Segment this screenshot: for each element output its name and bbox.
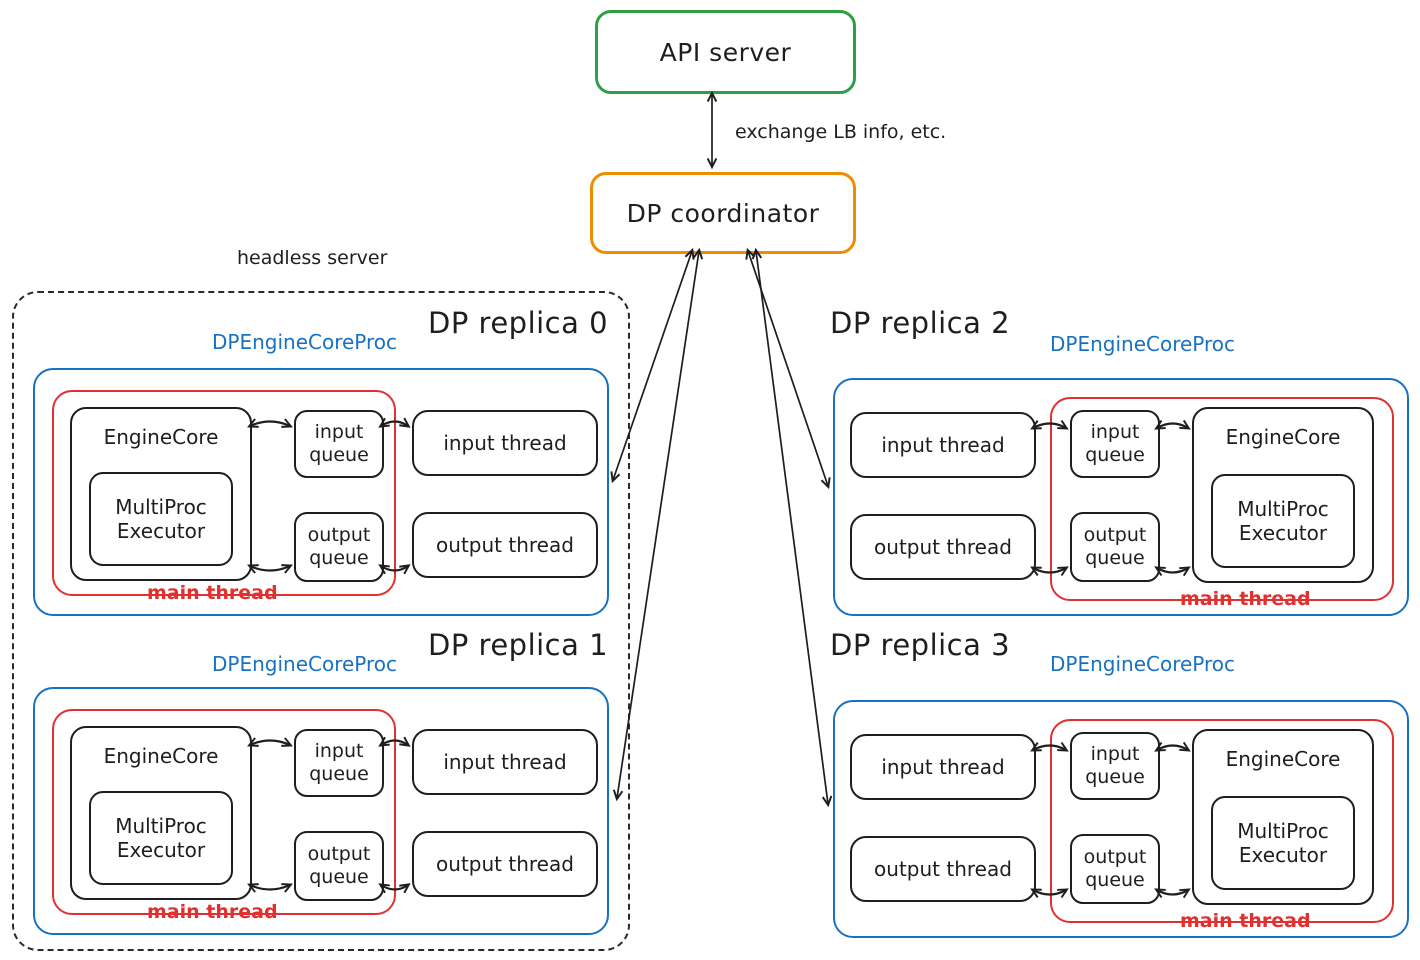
input-thread-label: input thread bbox=[443, 750, 567, 774]
input-queue-label: input queue bbox=[309, 421, 369, 466]
replica-3-box: input thread output thread input queue o… bbox=[833, 700, 1409, 938]
multiproc-executor-label: MultiProc Executor bbox=[115, 495, 207, 543]
output-thread-label: output thread bbox=[874, 535, 1012, 559]
output-queue-label: output queue bbox=[1083, 846, 1147, 891]
replica-0-input-thread-box: input thread bbox=[412, 410, 598, 476]
replica-3-multiproc-executor-box: MultiProc Executor bbox=[1211, 796, 1355, 890]
replica-3-proc-label: DPEngineCoreProc bbox=[1050, 652, 1236, 676]
replica-3-title: DP replica 3 bbox=[830, 628, 1011, 662]
replica-1-input-queue-box: input queue bbox=[294, 729, 384, 797]
multiproc-executor-label: MultiProc Executor bbox=[1237, 819, 1329, 867]
replica-0-output-queue-box: output queue bbox=[294, 512, 384, 582]
replica-0-box: EngineCore MultiProc Executor input queu… bbox=[33, 368, 609, 616]
replica-1-multiproc-executor-box: MultiProc Executor bbox=[89, 791, 233, 885]
output-thread-label: output thread bbox=[436, 533, 574, 557]
input-queue-label: input queue bbox=[1085, 743, 1145, 788]
input-thread-label: input thread bbox=[443, 431, 567, 455]
output-thread-label: output thread bbox=[436, 852, 574, 876]
replica-2-title: DP replica 2 bbox=[830, 306, 1011, 340]
exchange-lb-info-label: exchange LB info, etc. bbox=[735, 121, 947, 143]
replica-2-engine-core-box: EngineCore MultiProc Executor bbox=[1192, 407, 1374, 583]
replica-3-main-thread-label: main thread bbox=[1180, 910, 1311, 932]
input-queue-label: input queue bbox=[1085, 421, 1145, 466]
replica-2-output-thread-box: output thread bbox=[850, 514, 1036, 580]
replica-3-main-thread-box bbox=[1050, 719, 1394, 923]
input-queue-label: input queue bbox=[309, 740, 369, 785]
replica-1-main-thread-box bbox=[52, 709, 396, 915]
coordinator-replica-3-arrow bbox=[756, 251, 828, 804]
replica-0-title: DP replica 0 bbox=[428, 306, 609, 340]
output-queue-label: output queue bbox=[1083, 524, 1147, 569]
replica-0-output-thread-box: output thread bbox=[412, 512, 598, 578]
replica-0-proc-label: DPEngineCoreProc bbox=[212, 330, 398, 354]
replica-1-output-thread-box: output thread bbox=[412, 831, 598, 897]
replica-0-main-thread-label: main thread bbox=[147, 582, 278, 604]
replica-2-input-queue-box: input queue bbox=[1070, 410, 1160, 478]
dp-coordinator-label: DP coordinator bbox=[626, 198, 820, 228]
replica-2-main-thread-box bbox=[1050, 397, 1394, 601]
replica-1-proc-label: DPEngineCoreProc bbox=[212, 652, 398, 676]
engine-core-label: EngineCore bbox=[103, 744, 219, 768]
replica-2-input-thread-box: input thread bbox=[850, 412, 1036, 478]
replica-3-output-queue-box: output queue bbox=[1070, 834, 1160, 904]
replica-3-input-queue-box: input queue bbox=[1070, 732, 1160, 800]
engine-core-label: EngineCore bbox=[1225, 425, 1341, 449]
replica-0-engine-core-box: EngineCore MultiProc Executor bbox=[70, 407, 252, 581]
replica-1-title: DP replica 1 bbox=[428, 628, 609, 662]
replica-1-box: EngineCore MultiProc Executor input queu… bbox=[33, 687, 609, 935]
output-queue-label: output queue bbox=[307, 843, 371, 888]
replica-1-output-queue-box: output queue bbox=[294, 831, 384, 901]
input-thread-label: input thread bbox=[881, 755, 1005, 779]
multiproc-executor-label: MultiProc Executor bbox=[115, 814, 207, 862]
replica-2-box: input thread output thread input queue o… bbox=[833, 378, 1409, 616]
replica-0-main-thread-box bbox=[52, 390, 396, 596]
replica-1-input-thread-box: input thread bbox=[412, 729, 598, 795]
replica-2-main-thread-label: main thread bbox=[1180, 588, 1311, 610]
replica-3-input-thread-box: input thread bbox=[850, 734, 1036, 800]
input-thread-label: input thread bbox=[881, 433, 1005, 457]
output-thread-label: output thread bbox=[874, 857, 1012, 881]
engine-core-label: EngineCore bbox=[103, 425, 219, 449]
api-server-label: API server bbox=[659, 37, 792, 67]
replica-1-engine-core-box: EngineCore MultiProc Executor bbox=[70, 726, 252, 900]
replica-3-engine-core-box: EngineCore MultiProc Executor bbox=[1192, 729, 1374, 905]
replica-0-input-queue-box: input queue bbox=[294, 410, 384, 478]
replica-0-multiproc-executor-box: MultiProc Executor bbox=[89, 472, 233, 566]
output-queue-label: output queue bbox=[307, 524, 371, 569]
replica-2-multiproc-executor-box: MultiProc Executor bbox=[1211, 474, 1355, 568]
multiproc-executor-label: MultiProc Executor bbox=[1237, 497, 1329, 545]
dp-coordinator-node: DP coordinator bbox=[590, 172, 856, 254]
replica-1-main-thread-label: main thread bbox=[147, 901, 278, 923]
replica-2-output-queue-box: output queue bbox=[1070, 512, 1160, 582]
coordinator-replica-2-arrow bbox=[748, 251, 828, 486]
replica-2-proc-label: DPEngineCoreProc bbox=[1050, 332, 1236, 356]
replica-3-output-thread-box: output thread bbox=[850, 836, 1036, 902]
headless-server-label: headless server bbox=[237, 247, 388, 269]
engine-core-label: EngineCore bbox=[1225, 747, 1341, 771]
api-server-node: API server bbox=[595, 10, 856, 94]
